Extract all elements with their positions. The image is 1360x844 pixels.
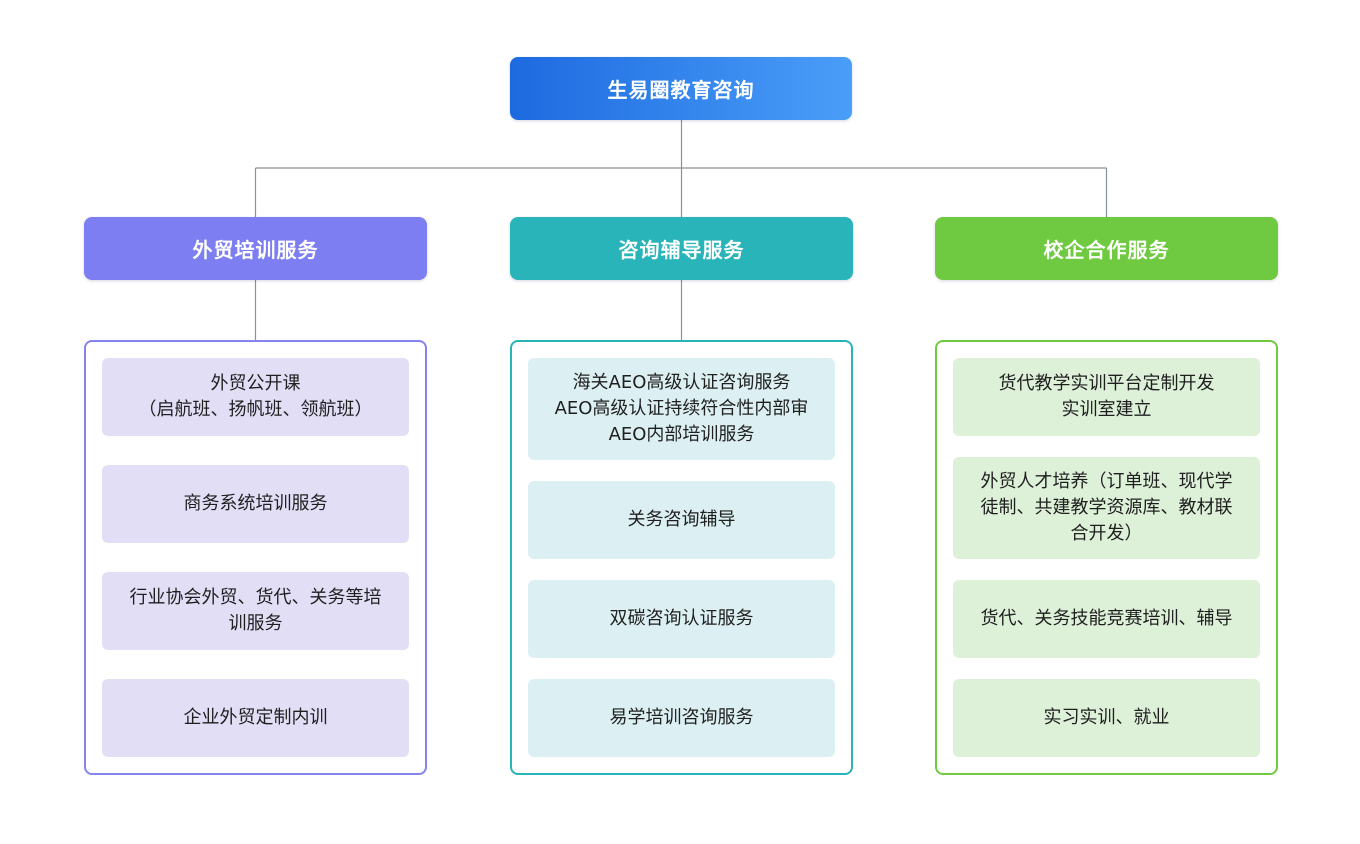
branch-group-trade-training: 外贸公开课 （启航班、扬帆班、领航班） 商务系统培训服务 行业协会外贸、货代、关… [84, 340, 427, 775]
branch-group-consulting: 海关AEO高级认证咨询服务 AEO高级认证持续符合性内部审 AEO内部培训服务 … [510, 340, 853, 775]
branch-item-label: 行业协会外贸、货代、关务等培 训服务 [129, 587, 382, 634]
branch-item-label: 企业外贸定制内训 [183, 707, 328, 728]
branch-item[interactable]: 企业外贸定制内训 [102, 679, 409, 757]
branch-item-label: 易学培训咨询服务 [609, 707, 754, 728]
branch-item-label: 外贸人才培养（订单班、现代学 徒制、共建教学资源库、教材联 合开发） [980, 471, 1233, 544]
branch-header-school-enterprise[interactable]: 校企合作服务 [935, 217, 1278, 280]
branch-item[interactable]: 行业协会外贸、货代、关务等培 训服务 [102, 572, 409, 650]
branch-item-label: 关务咨询辅导 [627, 509, 736, 530]
root-node-label: 生易圈教育咨询 [607, 78, 755, 102]
branch-header-label: 校企合作服务 [1043, 238, 1170, 262]
branch-item-label: 实习实训、就业 [1043, 707, 1170, 728]
branch-item-label: 货代教学实训平台定制开发 实训室建立 [998, 373, 1215, 420]
branch-item-label: 外贸公开课 （启航班、扬帆班、领航班） [138, 373, 373, 420]
branch-header-consulting[interactable]: 咨询辅导服务 [510, 217, 853, 280]
branch-group-school-enterprise: 货代教学实训平台定制开发 实训室建立 外贸人才培养（订单班、现代学 徒制、共建教… [935, 340, 1278, 775]
branch-item[interactable]: 货代、关务技能竞赛培训、辅导 [953, 580, 1260, 658]
branch-item[interactable]: 货代教学实训平台定制开发 实训室建立 [953, 358, 1260, 436]
branch-header-label: 咨询辅导服务 [618, 238, 745, 262]
branch-header-label: 外贸培训服务 [192, 238, 319, 262]
branch-item[interactable]: 外贸公开课 （启航班、扬帆班、领航班） [102, 358, 409, 436]
branch-item-label: 货代、关务技能竞赛培训、辅导 [980, 608, 1233, 629]
branch-item[interactable]: 双碳咨询认证服务 [528, 580, 835, 658]
branch-item[interactable]: 实习实训、就业 [953, 679, 1260, 757]
branch-item-label: 海关AEO高级认证咨询服务 AEO高级认证持续符合性内部审 AEO内部培训服务 [554, 372, 809, 445]
branch-item[interactable]: 海关AEO高级认证咨询服务 AEO高级认证持续符合性内部审 AEO内部培训服务 [528, 358, 835, 460]
root-node[interactable]: 生易圈教育咨询 [510, 57, 852, 120]
branch-item[interactable]: 商务系统培训服务 [102, 465, 409, 543]
branch-header-trade-training[interactable]: 外贸培训服务 [84, 217, 427, 280]
branch-item[interactable]: 易学培训咨询服务 [528, 679, 835, 757]
branch-item-label: 双碳咨询认证服务 [609, 608, 754, 629]
branch-item-label: 商务系统培训服务 [183, 493, 328, 514]
branch-item[interactable]: 关务咨询辅导 [528, 481, 835, 559]
branch-item[interactable]: 外贸人才培养（订单班、现代学 徒制、共建教学资源库、教材联 合开发） [953, 457, 1260, 559]
